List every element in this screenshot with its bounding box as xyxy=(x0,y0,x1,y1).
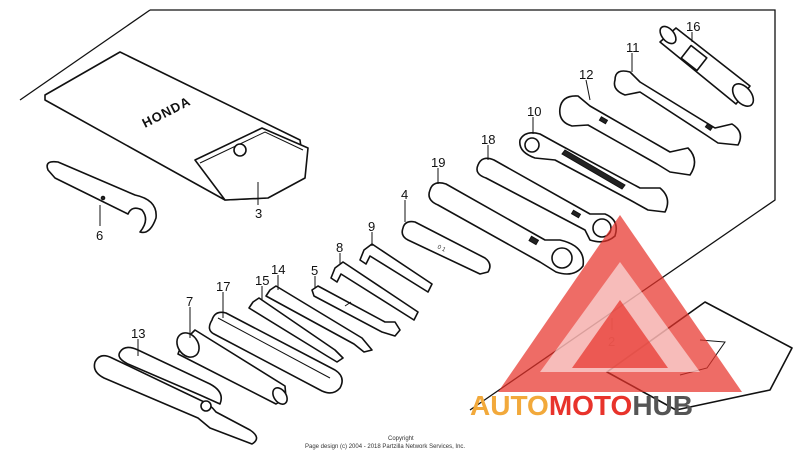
screwdriver-handle-15 xyxy=(248,297,344,363)
watermark-logo xyxy=(498,215,742,392)
callout-5: 5 xyxy=(311,263,318,278)
tool-pouch: HONDA xyxy=(44,51,309,201)
callout-14: 14 xyxy=(271,262,285,277)
pliers-13 xyxy=(93,346,258,445)
callout-11: 11 xyxy=(626,40,640,55)
callout-15: 15 xyxy=(255,273,269,288)
socket-wrench xyxy=(659,25,755,108)
callout-4: 4 xyxy=(401,187,408,202)
watermark-auto: AUTO xyxy=(470,390,549,421)
callout-labels: 16 11 12 10 18 19 4 9 8 5 14 15 17 7 13 … xyxy=(96,19,700,349)
copyright-line-2: Page design (c) 2004 - 2018 Partzilla Ne… xyxy=(305,444,465,450)
box-wrench-10 xyxy=(518,132,669,213)
callout-7: 7 xyxy=(186,294,193,309)
svg-text:AUTOMOTOHUB: AUTOMOTOHUB xyxy=(470,390,693,421)
pin-spanner xyxy=(46,160,157,234)
handle-17 xyxy=(208,311,343,394)
callout-6: 6 xyxy=(96,228,103,243)
callout-12: 12 xyxy=(579,67,593,82)
hex-key-8 xyxy=(330,261,419,321)
flat-wrench-4: 0 1 xyxy=(401,220,491,275)
callout-8: 8 xyxy=(336,240,343,255)
ring-spanner-19 xyxy=(428,182,585,275)
spark-plug-wrench-7 xyxy=(176,329,288,405)
hex-key-9 xyxy=(359,243,433,293)
watermark-text: AUTOMOTOHUB xyxy=(470,390,693,421)
copyright-notice: Copyright Page design (c) 2004 - 2018 Pa… xyxy=(305,436,465,450)
callout-16: 16 xyxy=(686,19,700,34)
open-end-wrench-12 xyxy=(558,95,696,176)
callout-9: 9 xyxy=(368,219,375,234)
wrench-stamp: 0 1 xyxy=(436,244,447,253)
watermark-moto: MOTO xyxy=(549,390,632,421)
callout-18: 18 xyxy=(481,132,495,147)
leader-lines xyxy=(99,32,693,356)
screwdriver-5 xyxy=(311,285,401,337)
screwdriver-blade-14 xyxy=(265,285,373,353)
callout-17: 17 xyxy=(216,279,230,294)
callout-19: 19 xyxy=(431,155,445,170)
copyright-line-1: Copyright xyxy=(388,436,414,442)
watermark-hub: HUB xyxy=(632,390,693,421)
callout-10: 10 xyxy=(527,104,541,119)
open-end-wrench-11 xyxy=(613,70,742,146)
callout-3: 3 xyxy=(255,206,262,221)
callout-13: 13 xyxy=(131,326,145,341)
